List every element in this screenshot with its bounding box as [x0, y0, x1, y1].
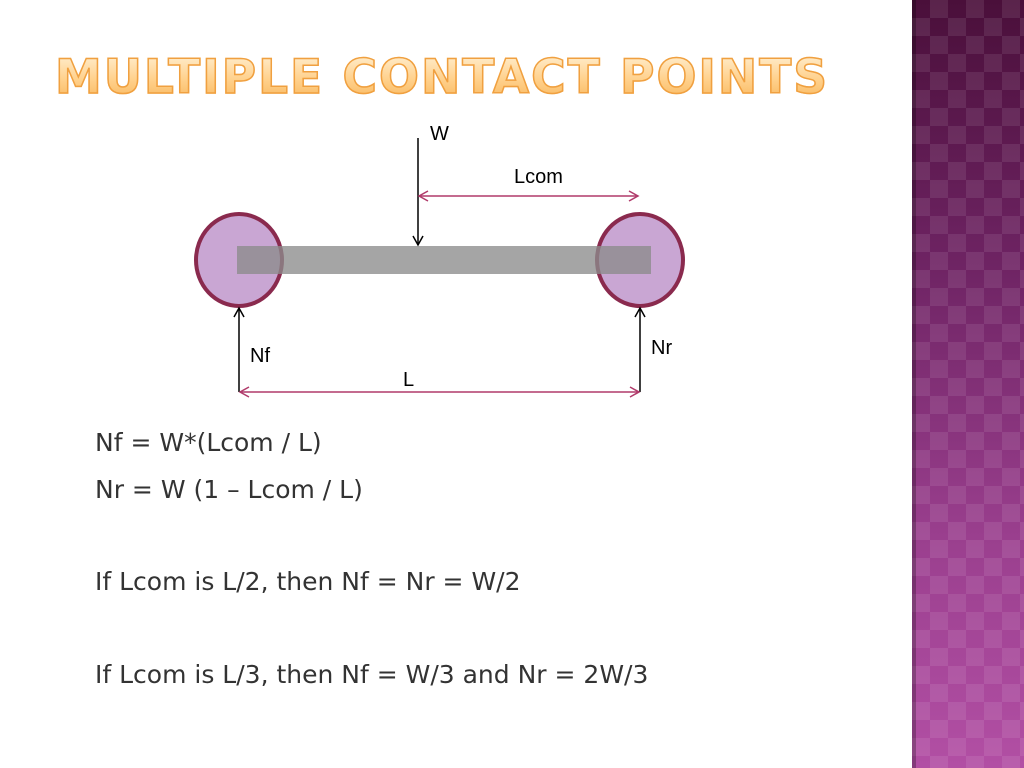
decorative-side-band: [912, 0, 1024, 768]
side-band-edge: [912, 0, 916, 768]
slide-title: Multiple Contact Points: [54, 49, 830, 106]
equation-nf: Nf = W*(Lcom / L): [95, 428, 322, 457]
example-third: If Lcom is L/3, then Nf = W/3 and Nr = 2…: [95, 660, 649, 689]
rear-normal-label: Nr: [651, 337, 672, 359]
weight-label: W: [430, 123, 449, 145]
body-bar: [237, 246, 651, 274]
equation-nr: Nr = W (1 – Lcom / L): [95, 475, 363, 504]
front-normal-label: Nf: [250, 345, 270, 367]
diamond-pattern: [912, 0, 1024, 768]
lcom-label: Lcom: [514, 166, 563, 188]
length-label: L: [403, 369, 414, 391]
example-half: If Lcom is L/2, then Nf = Nr = W/2: [95, 567, 521, 596]
